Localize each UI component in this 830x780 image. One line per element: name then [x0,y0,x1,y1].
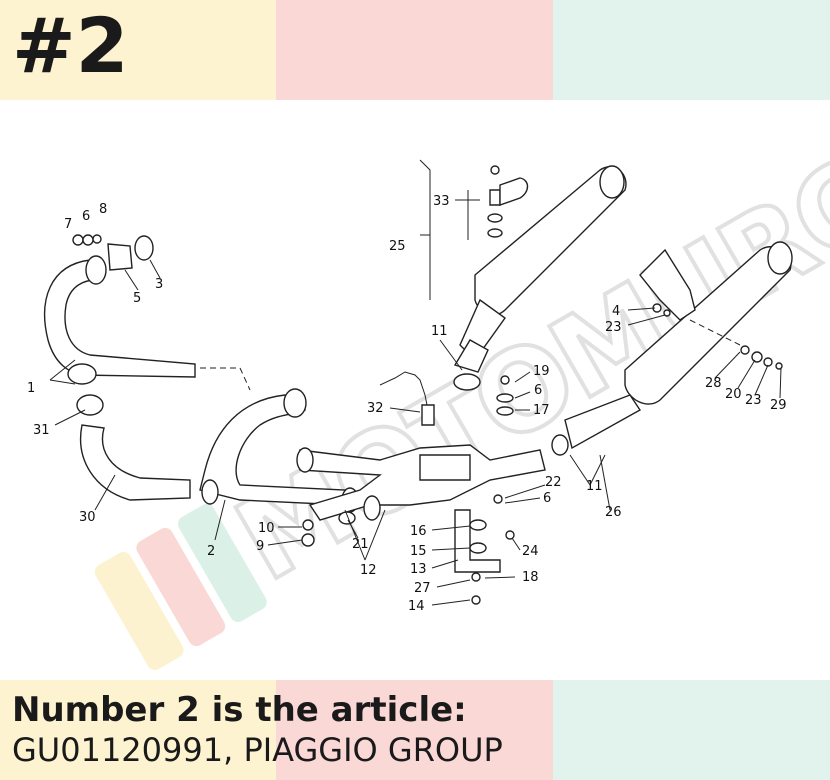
part-callouts: 1 2 3 4 5 6 7 8 9 10 11 12 13 14 15 16 1… [27,194,787,614]
callout-32: 32 [367,401,384,416]
article-code: GU01120991, PIAGGIO GROUP [12,731,503,769]
callout-2: 2 [207,544,215,559]
callout-13: 13 [410,562,427,577]
callout-12: 12 [360,563,377,578]
top-color-band [0,0,830,100]
callout-6-lower: 6 [534,383,542,398]
callout-7: 7 [64,217,72,232]
rear-header-pipe [76,394,191,501]
callout-6-bracket: 6 [543,491,551,506]
collector-box [296,444,546,521]
callout-4: 4 [612,304,620,319]
callout-25: 25 [389,239,406,254]
callout-6: 6 [82,209,90,224]
callout-30: 30 [79,510,96,525]
callout-8: 8 [99,202,107,217]
article-caption: Number 2 is the article: GU01120991, PIA… [12,690,503,770]
callout-14: 14 [408,599,425,614]
front-header-pipe [44,255,196,385]
callout-11-upper: 11 [431,324,448,339]
lower-silencer [564,241,793,450]
callout-15: 15 [410,544,427,559]
callout-11-lower: 11 [586,479,603,494]
callout-5: 5 [133,291,141,306]
hardware-parts [72,165,783,605]
callout-21: 21 [352,537,369,552]
callout-29: 29 [770,398,787,413]
upper-silencer [453,165,627,373]
leader-lines [49,159,782,606]
callout-26: 26 [605,505,622,520]
callout-3: 3 [155,277,163,292]
caption-title: Number 2 is the article: [12,690,467,730]
callout-31: 31 [33,423,50,438]
callout-19: 19 [533,364,550,379]
callout-1: 1 [27,381,35,396]
callout-18: 18 [522,570,539,585]
callout-23-lower: 23 [605,320,622,335]
exhaust-system-diagram: MOTOMURCIA [27,100,830,671]
callout-10: 10 [258,521,275,536]
callout-17: 17 [533,403,550,418]
callout-33: 33 [433,194,450,209]
page-number: #2 [12,1,129,90]
callout-23-rear: 23 [745,393,762,408]
silencer-bracket [454,248,696,573]
callout-16: 16 [410,524,427,539]
callout-28: 28 [705,376,722,391]
callout-20: 20 [725,387,742,402]
callout-22: 22 [545,475,562,490]
callout-24: 24 [522,544,539,559]
callout-27: 27 [414,581,431,596]
callout-9: 9 [256,539,264,554]
bottom-color-band [0,680,830,780]
